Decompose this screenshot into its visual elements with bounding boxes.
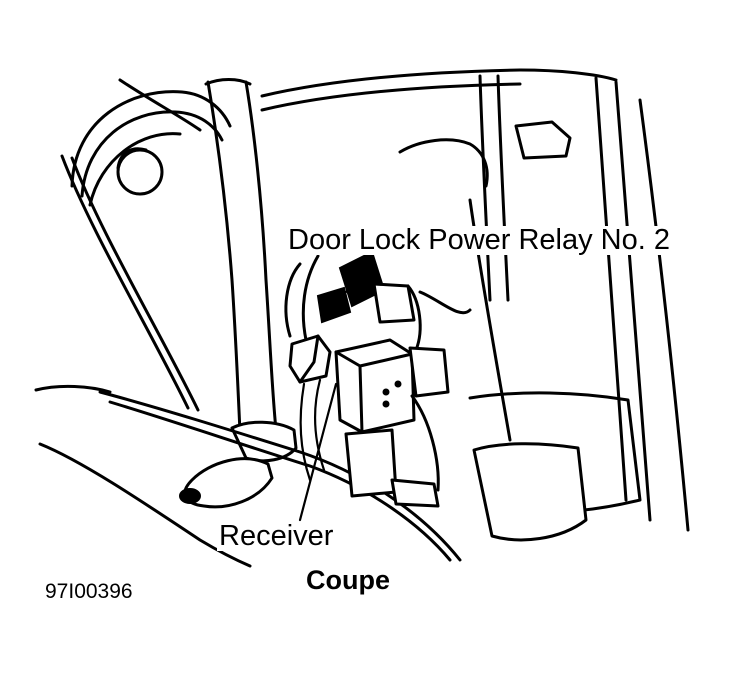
door-frame (260, 68, 690, 542)
relay-assembly (284, 250, 472, 508)
leader-lines (298, 266, 374, 522)
speaker-grille (70, 90, 232, 207)
body-panel (34, 78, 462, 568)
figure-code: 97I00396 (45, 580, 133, 603)
figure-caption: Coupe (306, 565, 390, 595)
relay-callout: Door Lock Power Relay No. 2 (286, 224, 672, 256)
receiver-callout: Receiver (217, 520, 336, 552)
